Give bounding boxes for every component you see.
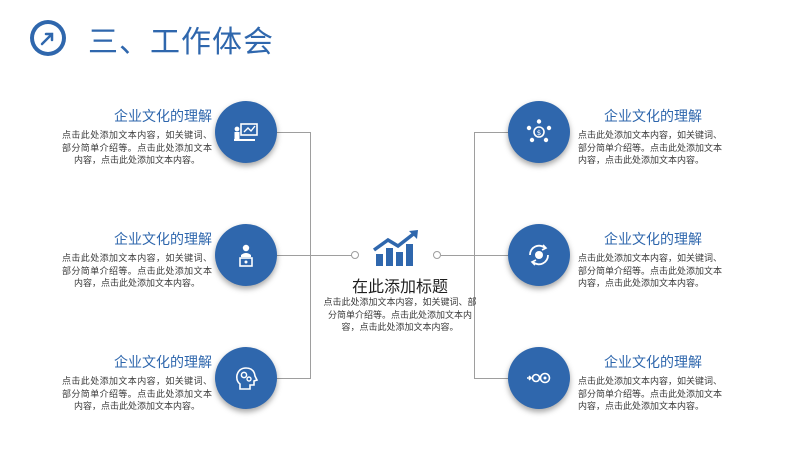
svg-text:$: $ bbox=[537, 129, 541, 137]
card-right-mid: 企业文化的理解 点击此处添加文本内容，如关键词、部分简单介绍等。点击此处添加文本… bbox=[578, 231, 728, 291]
presentation-icon bbox=[215, 101, 277, 163]
card-left-bottom: 企业文化的理解 点击此处添加文本内容，如关键词、部分简单介绍等。点击此处添加文本… bbox=[62, 354, 212, 414]
card-title: 企业文化的理解 bbox=[114, 232, 212, 248]
connector-right-top bbox=[474, 132, 508, 133]
card-right-top: 企业文化的理解 点击此处添加文本内容，如关键词、部分简单介绍等。点击此处添加文本… bbox=[578, 108, 728, 168]
card-left-mid: 企业文化的理解 点击此处添加文本内容，如关键词、部分简单介绍等。点击此处添加文本… bbox=[62, 231, 212, 291]
connector-left-bottom bbox=[276, 378, 310, 379]
gears-chain-icon bbox=[508, 347, 570, 409]
connector-left-center bbox=[310, 255, 352, 256]
card-body: 点击此处添加文本内容，如关键词、部分简单介绍等。点击此处添加文本内容，点击此处添… bbox=[578, 254, 723, 289]
coin-cycle-icon bbox=[508, 224, 570, 286]
connector-right-mid bbox=[474, 255, 508, 256]
speaker-podium-icon bbox=[215, 224, 277, 286]
card-title: 企业文化的理解 bbox=[604, 109, 702, 125]
connector-left-mid bbox=[276, 255, 310, 256]
card-body: 点击此处添加文本内容，如关键词、部分简单介绍等。点击此处添加文本内容，点击此处添… bbox=[62, 131, 212, 166]
clock-arrow-icon bbox=[30, 20, 66, 56]
card-title: 企业文化的理解 bbox=[114, 109, 212, 125]
growth-chart-icon bbox=[372, 230, 418, 266]
page-title: 三、工作体会 bbox=[88, 25, 274, 60]
connector-right-center bbox=[441, 255, 474, 256]
card-title: 企业文化的理解 bbox=[114, 355, 212, 371]
connector-dot-right bbox=[433, 251, 441, 259]
connector-dot-left bbox=[351, 251, 359, 259]
card-left-top: 企业文化的理解 点击此处添加文本内容，如关键词、部分简单介绍等。点击此处添加文本… bbox=[62, 108, 212, 168]
head-gears-icon bbox=[215, 347, 277, 409]
card-body: 点击此处添加文本内容，如关键词、部分简单介绍等。点击此处添加文本内容，点击此处添… bbox=[578, 377, 723, 412]
card-body: 点击此处添加文本内容，如关键词、部分简单介绍等。点击此处添加文本内容，点击此处添… bbox=[62, 377, 212, 412]
card-right-bottom: 企业文化的理解 点击此处添加文本内容，如关键词、部分简单介绍等。点击此处添加文本… bbox=[578, 354, 728, 414]
money-network-icon: $ bbox=[508, 101, 570, 163]
card-body: 点击此处添加文本内容，如关键词、部分简单介绍等。点击此处添加文本内容，点击此处添… bbox=[578, 131, 723, 166]
connector-right-bottom bbox=[474, 378, 508, 379]
connector-right-vertical bbox=[474, 132, 475, 379]
card-body: 点击此处添加文本内容，如关键词、部分简单介绍等。点击此处添加文本内容，点击此处添… bbox=[62, 254, 212, 289]
center-body: 点击此处添加文本内容，如关键词、部分简单介绍等。点击此处添加文本内容，点击此处添… bbox=[323, 298, 477, 333]
card-title: 企业文化的理解 bbox=[604, 232, 702, 248]
card-title: 企业文化的理解 bbox=[604, 355, 702, 371]
center-title: 在此添加标题 bbox=[351, 277, 448, 296]
connector-left-top bbox=[276, 132, 310, 133]
